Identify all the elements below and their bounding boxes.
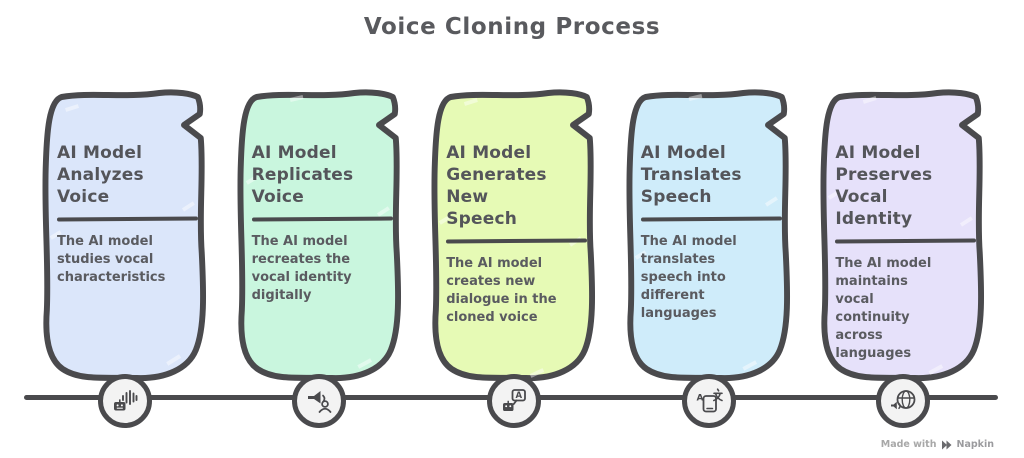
made-with-label: Made with (880, 439, 937, 450)
card-shape (237, 89, 401, 382)
napkin-attribution[interactable]: Made with Napkin (881, 439, 994, 450)
card-title: AI Model Translates Speech (640, 143, 742, 208)
timeline-node (97, 374, 152, 428)
card-title: AI Model Generates New Speech (446, 143, 547, 230)
card-shape (820, 89, 985, 382)
card-title: AI Model Preserves Vocal Identity (835, 143, 933, 230)
card-title: AI Model Analyzes Voice (57, 143, 144, 208)
card-shape (42, 89, 207, 382)
card-description: The AI model maintains vocal continuity … (835, 255, 932, 361)
process-cards-row: AI Model Analyzes Voice The AI model stu… (36, 88, 992, 428)
svg-text:A: A (696, 394, 703, 404)
process-card-generates: AI Model Generates New Speech The AI mod… (425, 88, 603, 428)
napkin-logo-icon (941, 440, 951, 449)
process-card-analyzes: AI Model Analyzes Voice The AI model stu… (36, 88, 214, 428)
timeline-node: A (486, 374, 541, 428)
voice-analysis-icon (113, 390, 138, 411)
card-divider (640, 216, 782, 222)
process-card-replicates: AI Model Replicates Voice The AI model r… (231, 88, 409, 428)
svg-text:A: A (515, 391, 522, 401)
speech-translation-icon: A (696, 388, 723, 413)
timeline-node (876, 374, 931, 428)
card-description: The AI model recreates the vocal identit… (251, 233, 352, 303)
card-description: The AI model studies vocal characteristi… (57, 233, 166, 285)
process-card-preserves: AI Model Preserves Vocal Identity The AI… (814, 88, 992, 428)
voice-replication-icon (308, 391, 332, 413)
card-divider (56, 216, 198, 222)
diagram-title: Voice Cloning Process (363, 14, 661, 40)
card-divider (835, 238, 976, 244)
card-divider (446, 238, 587, 244)
timeline-node: A (681, 374, 736, 428)
card-shape (626, 89, 790, 382)
napkin-brand-label: Napkin (956, 439, 995, 450)
timeline-node (292, 374, 347, 428)
card-divider (251, 216, 393, 222)
process-card-translates: AI Model Translates Speech The AI model … (620, 88, 798, 428)
card-description: The AI model translates speech into diff… (640, 233, 737, 321)
vocal-identity-icon (891, 390, 916, 410)
speech-generation-icon: A (502, 389, 526, 411)
card-title: AI Model Replicates Voice (251, 143, 354, 208)
card-description: The AI model creates new dialogue in the… (446, 255, 557, 325)
